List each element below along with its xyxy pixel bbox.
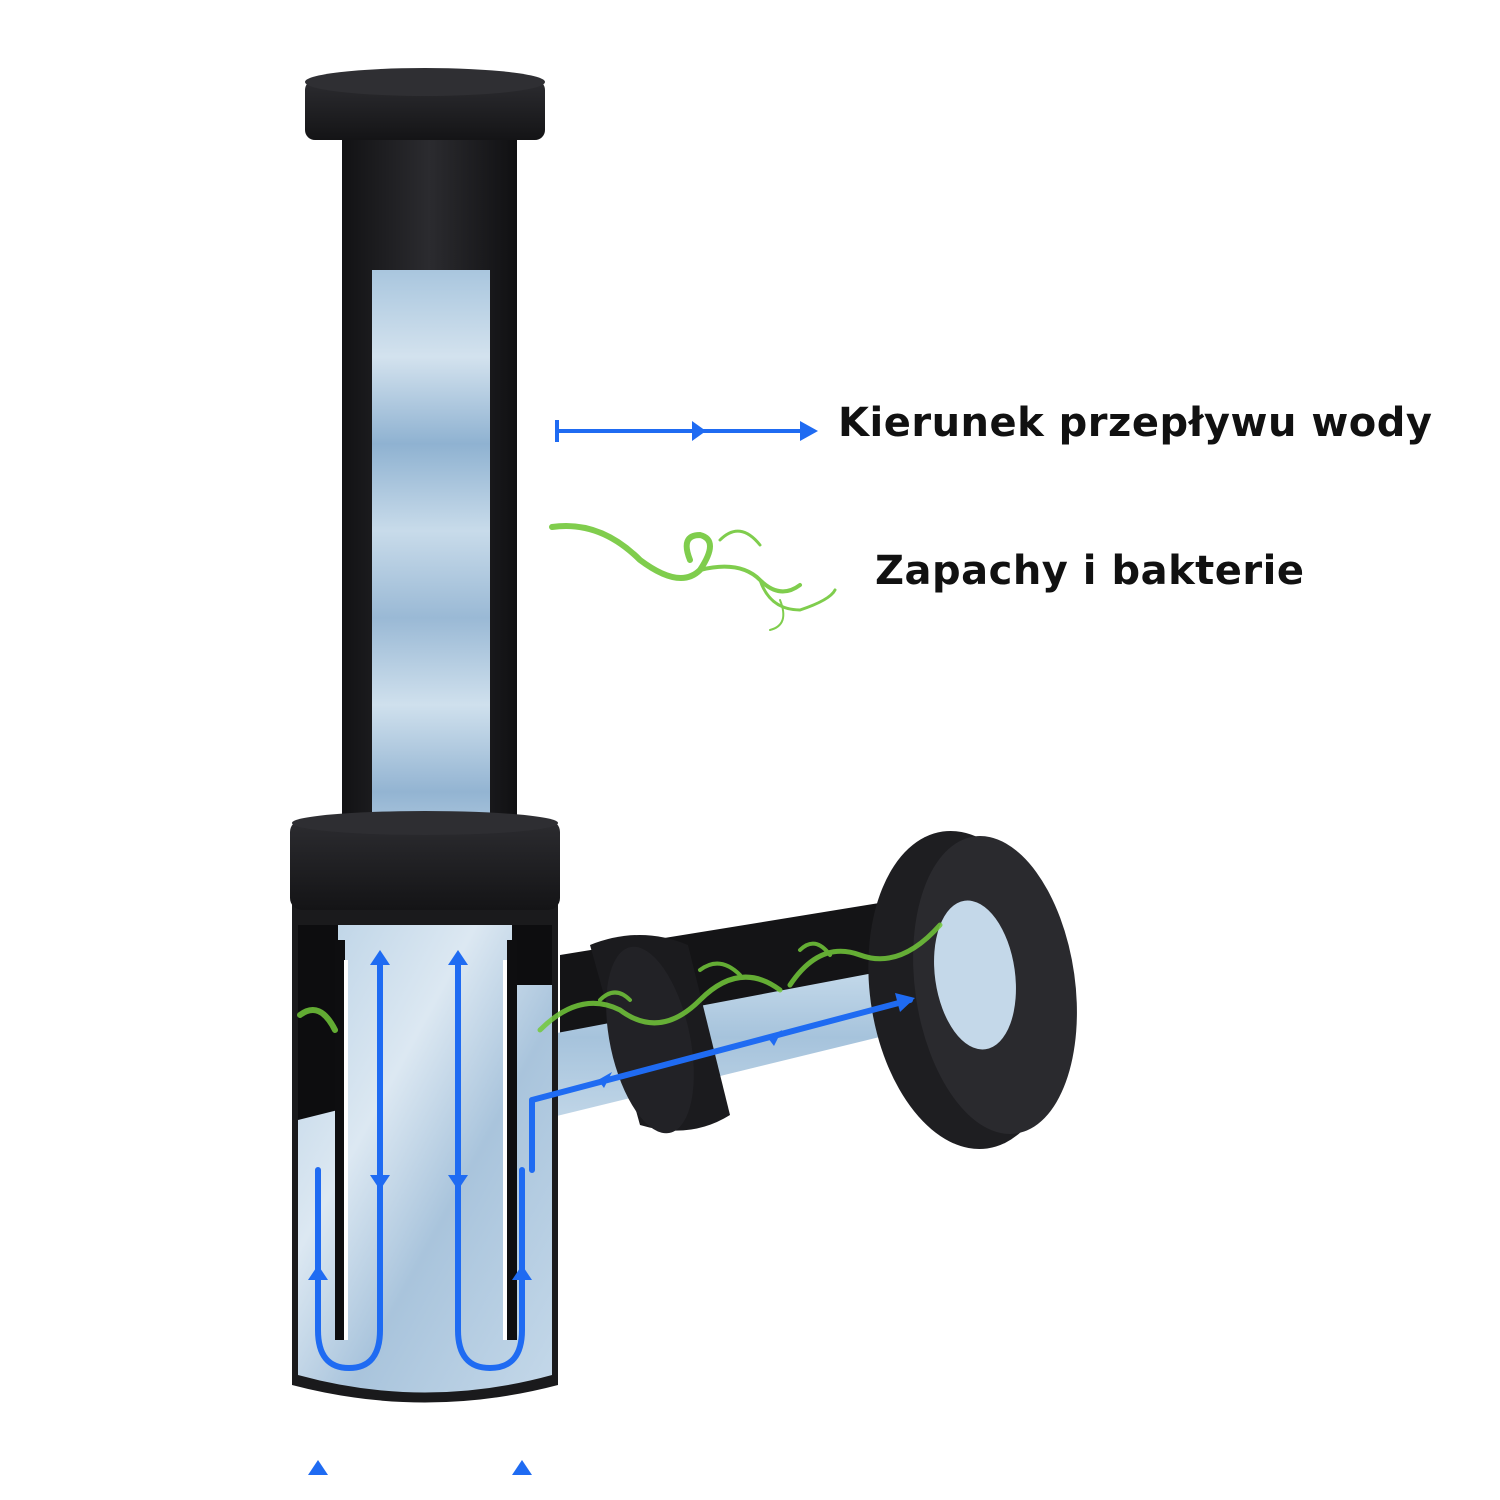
flow-path-exit (529, 997, 913, 1173)
outlet-pipe (520, 831, 1077, 1149)
inlet-pipe (305, 68, 545, 850)
outlet-coupling-nut (590, 935, 730, 1134)
trap-water (298, 925, 552, 1393)
inlet-water (372, 270, 490, 850)
dip-tube-right (507, 940, 517, 1340)
wall-flange (868, 831, 1077, 1149)
flow-path-left-u (315, 957, 383, 1371)
collar-nut (290, 811, 560, 910)
flow-arrows-trap (315, 957, 913, 1371)
flow-arrowheads (308, 950, 915, 1475)
legend-odor-label: Zapachy i bakterie (875, 548, 1305, 594)
legend-flow-label: Kierunek przepływu wody (838, 400, 1433, 446)
smoke-swirl-icon (549, 523, 837, 631)
odor-swirls-in-pipe (297, 922, 943, 1033)
flow-path-right-u (455, 957, 525, 1371)
arrow-right-icon (555, 420, 818, 442)
dip-tube-left (335, 940, 345, 1340)
top-cap (305, 68, 545, 140)
trap-body (290, 811, 560, 1403)
